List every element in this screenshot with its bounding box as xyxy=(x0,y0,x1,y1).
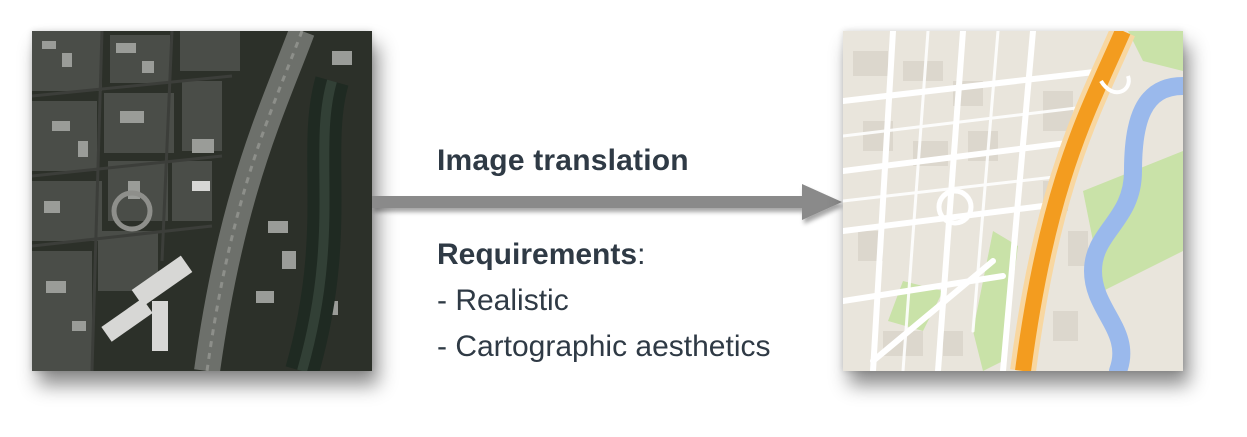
requirements-title: Requirements: xyxy=(437,232,771,278)
map-image xyxy=(843,31,1183,371)
arrow-icon xyxy=(372,184,842,220)
requirements-label: Requirements xyxy=(437,238,638,271)
satellite-image-drawing xyxy=(32,31,372,371)
satellite-image xyxy=(32,31,372,371)
translation-arrow xyxy=(372,182,844,224)
map-image-drawing xyxy=(843,31,1183,371)
requirement-item: - Cartographic aesthetics xyxy=(437,330,771,363)
diagram-heading: Image translation xyxy=(437,144,689,177)
requirement-item: - Realistic xyxy=(437,284,569,317)
requirements-block: Requirements: - Realistic - Cartographic… xyxy=(437,232,771,370)
requirements-colon: : xyxy=(637,238,646,271)
